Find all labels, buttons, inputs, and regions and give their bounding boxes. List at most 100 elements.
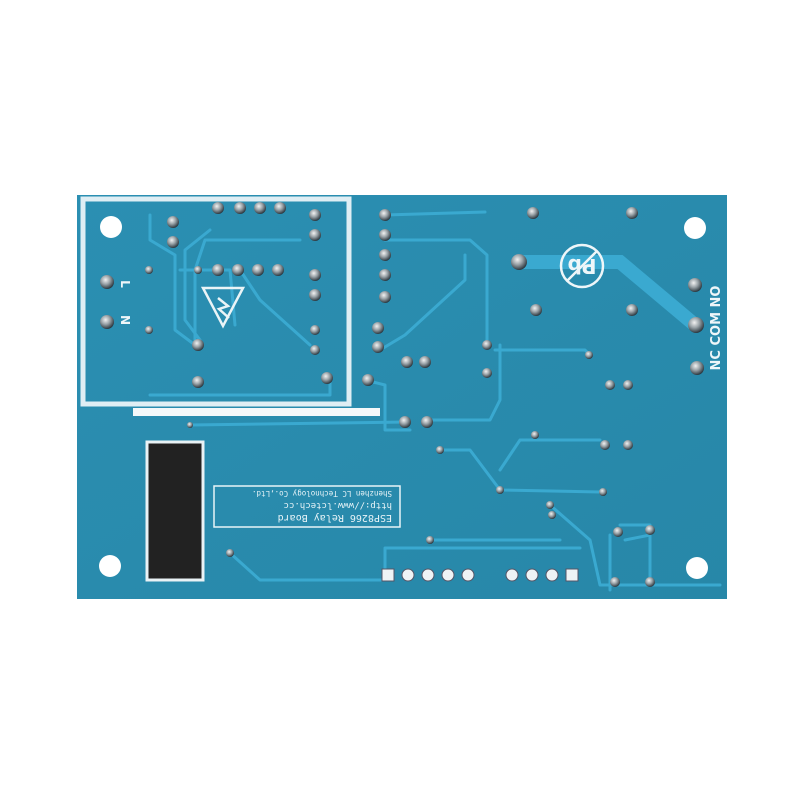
solder-pad <box>482 368 492 378</box>
copper-trace <box>383 546 582 575</box>
solder-pad <box>272 264 284 276</box>
solder-pad <box>496 486 504 494</box>
copper-trace <box>383 210 487 217</box>
solder-pad <box>226 549 234 557</box>
copper-trace <box>363 378 412 432</box>
header-pin-pad <box>525 568 539 582</box>
solder-pad <box>690 361 704 375</box>
solder-pad <box>599 488 607 496</box>
solder-pad <box>527 207 539 219</box>
power-label-l: L <box>118 280 132 288</box>
solder-pad <box>688 317 704 333</box>
isolation-slot <box>133 408 380 416</box>
board-url: http://www.lctech.cc <box>284 500 392 510</box>
solder-pad <box>645 525 655 535</box>
copper-trace <box>438 448 602 494</box>
solder-pad <box>274 202 286 214</box>
power-label-n: N <box>118 315 132 325</box>
solder-pad <box>546 501 554 509</box>
solder-pad <box>610 577 620 587</box>
solder-pad <box>511 254 527 270</box>
mounting-holes <box>99 216 708 579</box>
solder-pad <box>100 275 114 289</box>
solder-pad <box>379 291 391 303</box>
solder-pad <box>379 209 391 221</box>
relay-power-trace <box>513 255 702 332</box>
solder-pad <box>192 339 204 351</box>
solder-pad <box>309 289 321 301</box>
copper-trace <box>238 268 312 347</box>
copper-trace <box>428 343 502 422</box>
copper-trace <box>148 378 332 397</box>
board-name: ESP8266 Relay Board <box>278 512 392 523</box>
copper-trace <box>228 551 387 582</box>
mounting-hole <box>100 216 122 238</box>
solder-pad <box>254 202 266 214</box>
high-voltage-warning-icon <box>200 286 246 329</box>
solder-pad <box>585 351 593 359</box>
copper-trace <box>498 438 602 472</box>
solder-pad <box>623 380 633 390</box>
solder-pad <box>310 325 320 335</box>
solder-pad <box>372 322 384 334</box>
solder-pad <box>212 202 224 214</box>
solder-pad <box>167 236 179 248</box>
solder-pad <box>379 269 391 281</box>
solder-pad <box>310 345 320 355</box>
mounting-hole <box>686 557 708 579</box>
header-pin-pad <box>441 568 455 582</box>
header-pin-pad <box>381 568 395 582</box>
board-manufacturer: Shenzhen LC Technology Co.,Ltd. <box>252 489 392 498</box>
solder-pad <box>167 216 179 228</box>
copper-trace <box>183 228 212 342</box>
copper-trace <box>193 238 302 342</box>
solder-pad <box>145 266 153 274</box>
solder-pad <box>252 264 264 276</box>
solder-pad <box>688 278 702 292</box>
solder-pad <box>626 207 638 219</box>
solder-pad <box>232 264 244 276</box>
solder-pad <box>600 440 610 450</box>
solder-pad <box>421 416 433 428</box>
solder-pad <box>419 356 431 368</box>
copper-trace <box>148 213 197 347</box>
solder-pad <box>531 431 539 439</box>
header-pin-pad <box>505 568 519 582</box>
solder-pad <box>362 374 374 386</box>
solder-pad <box>309 209 321 221</box>
black-label-area <box>145 440 205 582</box>
header-pin-pad <box>401 568 415 582</box>
solder-pad <box>321 372 333 384</box>
solder-pad <box>399 416 411 428</box>
lead-free-label: Pb <box>568 254 597 278</box>
relay-terminal-labels: NC COM NO <box>709 286 724 371</box>
solder-pad <box>548 511 556 519</box>
solder-pad <box>613 527 623 537</box>
solder-pad <box>145 326 153 334</box>
solder-pad <box>234 202 246 214</box>
solder-pad <box>530 304 542 316</box>
solder-pad <box>626 304 638 316</box>
solder-pad <box>372 341 384 353</box>
mounting-hole <box>99 555 121 577</box>
solder-pad <box>379 249 391 261</box>
solder-pad <box>605 380 615 390</box>
solder-pad <box>212 264 224 276</box>
solder-pad <box>645 577 655 587</box>
copper-trace <box>383 238 489 347</box>
copper-trace <box>548 503 722 587</box>
lead-free-mark: Pb <box>559 243 605 289</box>
header-pin-pad <box>461 568 475 582</box>
solder-pad <box>623 440 633 450</box>
mounting-hole <box>684 217 706 239</box>
copper-trace <box>378 253 467 352</box>
copper-trace <box>188 420 407 427</box>
solder-pads <box>100 202 704 587</box>
board-title-block: ESP8266 Relay Board http://www.lctech.cc… <box>213 485 401 528</box>
high-voltage-zone-outline <box>80 196 352 407</box>
solder-pad <box>379 229 391 241</box>
header-pin-pad <box>421 568 435 582</box>
solder-pad <box>100 315 114 329</box>
solder-pad <box>401 356 413 368</box>
